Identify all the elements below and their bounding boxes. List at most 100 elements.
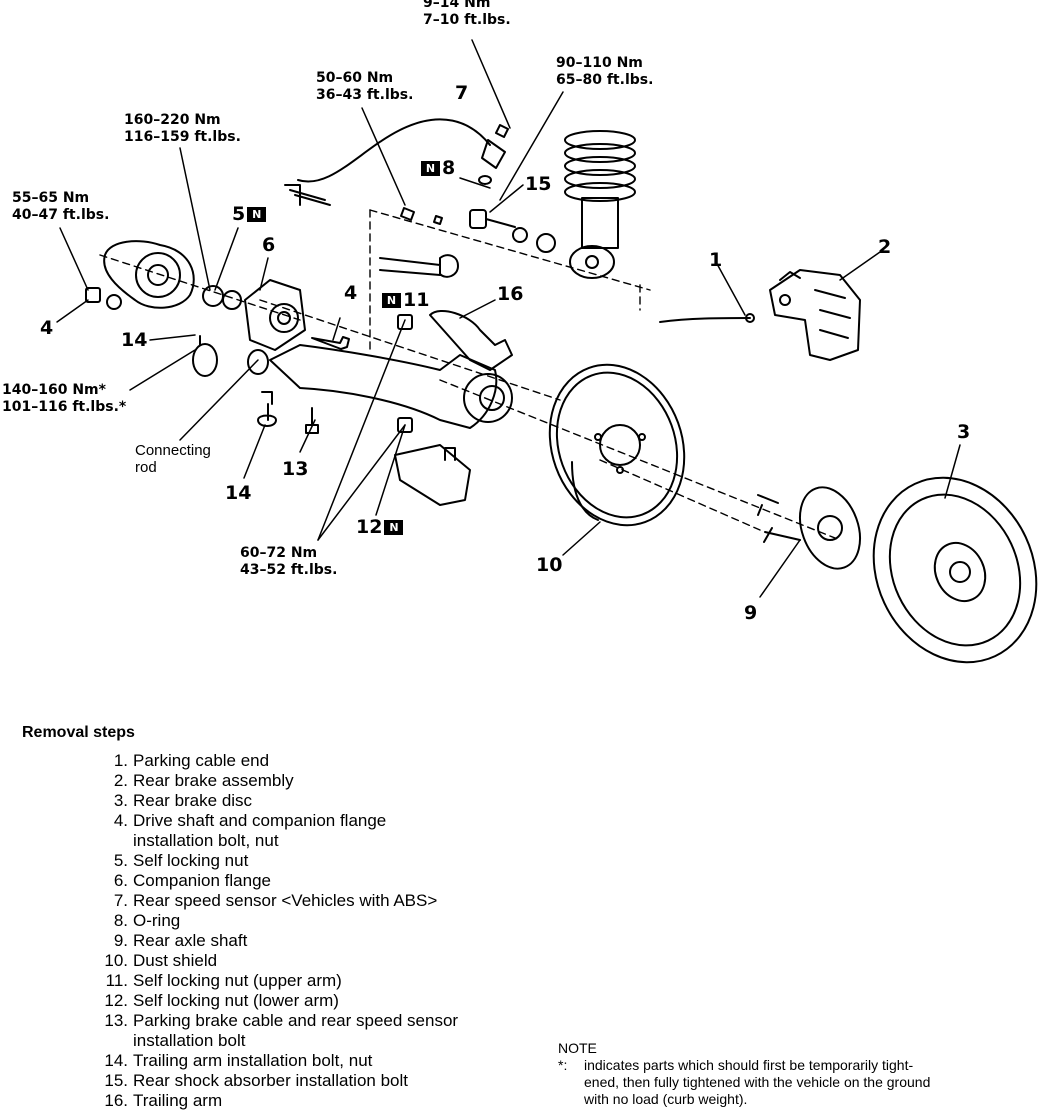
torque-nm: 90–110 Nm [556, 55, 643, 71]
removal-step: 6.Companion flange [90, 871, 503, 891]
step-text-line: Rear axle shaft [133, 931, 248, 950]
step-text-line: Parking brake cable and rear speed senso… [133, 1011, 459, 1030]
rear-axle-shaft [757, 486, 861, 570]
removal-step: 13. Parking brake cable and rear speed se… [90, 1011, 503, 1051]
upper-bushing [379, 254, 459, 278]
hub-bearing-bore [479, 385, 505, 411]
step-text-line: Self locking nut (upper arm) [133, 971, 342, 990]
self-locking-nut-5 [202, 285, 242, 310]
step-text: O-ring [133, 911, 503, 931]
removal-step: 14. Trailing arm installation bolt, nut [90, 1051, 503, 1071]
rear-brake-disc [872, 476, 1038, 664]
callout-4-right: 4 [344, 282, 358, 304]
removal-steps-title: Removal steps [22, 724, 135, 741]
note-text: indicates parts which should first be te… [584, 1057, 930, 1108]
step-number: 15. [104, 1071, 128, 1090]
new-part-mark: N [382, 293, 401, 308]
new-part-mark: N [384, 520, 404, 535]
step-text-line: Drive shaft and companion flange [133, 811, 387, 830]
dust-shield [548, 363, 686, 527]
step-text-line: Self locking nut (lower arm) [133, 991, 339, 1010]
step-number: 5. [113, 851, 128, 870]
step-number: 14. [104, 1051, 128, 1070]
speed-sensor-cable [297, 118, 491, 183]
trailing-arm [269, 344, 498, 429]
parking-cable [659, 317, 751, 323]
torque-nm: 50–60 Nm [316, 70, 394, 86]
callout-6: 6 [262, 234, 276, 256]
step-number: 9. [113, 931, 128, 950]
callout-15: 15 [525, 173, 552, 195]
new-part-mark: N [247, 207, 267, 222]
connecting-rod-line-1: Connecting [135, 442, 211, 459]
removal-step: 2. Rear brake assembly [90, 771, 503, 791]
step-text: Self locking nut (lower arm) [133, 991, 503, 1011]
callout-8-number: 8 [442, 157, 456, 179]
torque-ft: 36–43 ft.lbs. [316, 87, 414, 103]
sensor-harness [284, 184, 331, 206]
torque-nm: 140–160 Nm* [2, 382, 106, 398]
o-ring [478, 175, 492, 185]
shock-absorber-bolt [469, 209, 556, 253]
torque-ft: 116–159 ft.lbs. [124, 129, 241, 145]
parking-cable-end [745, 313, 755, 323]
lower-arm [394, 444, 471, 506]
torque-nm: 60–72 Nm [240, 545, 318, 561]
removal-step: 10.Dust shield [90, 951, 503, 971]
callout-9: 9 [744, 602, 758, 624]
parking-cable-bolt-13 [305, 407, 319, 434]
step-text-line: O-ring [133, 911, 181, 930]
step-number: 2. [113, 771, 128, 790]
removal-step: 8.O-ring [90, 911, 503, 931]
callout-11-number: 11 [403, 289, 430, 311]
leader-lines [56, 39, 961, 598]
step-number: 13. [104, 1011, 128, 1030]
callout-7: 7 [455, 82, 469, 104]
step-text-line: Self locking nut [133, 851, 249, 870]
removal-step: 12.Self locking nut (lower arm) [90, 991, 503, 1011]
torque-ft: 101–116 ft.lbs.* [2, 399, 127, 415]
removal-step: 1.Parking cable end [90, 751, 503, 771]
new-part-mark: N [421, 161, 440, 176]
torque-nm: 160–220 Nm [124, 112, 221, 128]
step-text-line: installation bolt [133, 1031, 246, 1050]
lower-arm-stud [444, 447, 456, 461]
callout-4-left: 4 [40, 317, 54, 339]
step-number: 1. [113, 751, 128, 770]
self-locking-nut-11 [397, 314, 413, 330]
step-number: 10. [104, 951, 128, 970]
step-text: Trailing arm installation bolt, nut [133, 1051, 503, 1071]
note-asterisk-mark: *: [558, 1057, 568, 1073]
step-text: Rear speed sensor <Vehicles with ABS> [133, 891, 503, 911]
torque-nm: 9–14 Nm [423, 0, 491, 11]
step-number: 11. [105, 971, 128, 990]
torque-ft: 40–47 ft.lbs. [12, 207, 110, 223]
step-number: 16. [104, 1091, 128, 1110]
rear-brake-caliper [769, 269, 861, 361]
callout-12-number: 12 [356, 516, 383, 538]
step-text: Parking brake cable and rear speed senso… [133, 1011, 503, 1051]
step-text: Rear axle shaft [133, 931, 503, 951]
removal-step: 11. Self locking nut (upper arm) [90, 971, 503, 991]
note-line-3: with no load (curb weight). [584, 1091, 748, 1107]
step-number: 4. [113, 811, 128, 830]
torque-ft: 7–10 ft.lbs. [423, 12, 511, 28]
step-text: Rear brake disc [133, 791, 503, 811]
callout-3: 3 [957, 421, 971, 443]
step-number: 6. [113, 871, 128, 890]
step-text-line: Rear shock absorber installation bolt [133, 1071, 408, 1090]
note-heading: NOTE [558, 1040, 597, 1056]
step-text-line: Rear brake assembly [133, 771, 294, 790]
